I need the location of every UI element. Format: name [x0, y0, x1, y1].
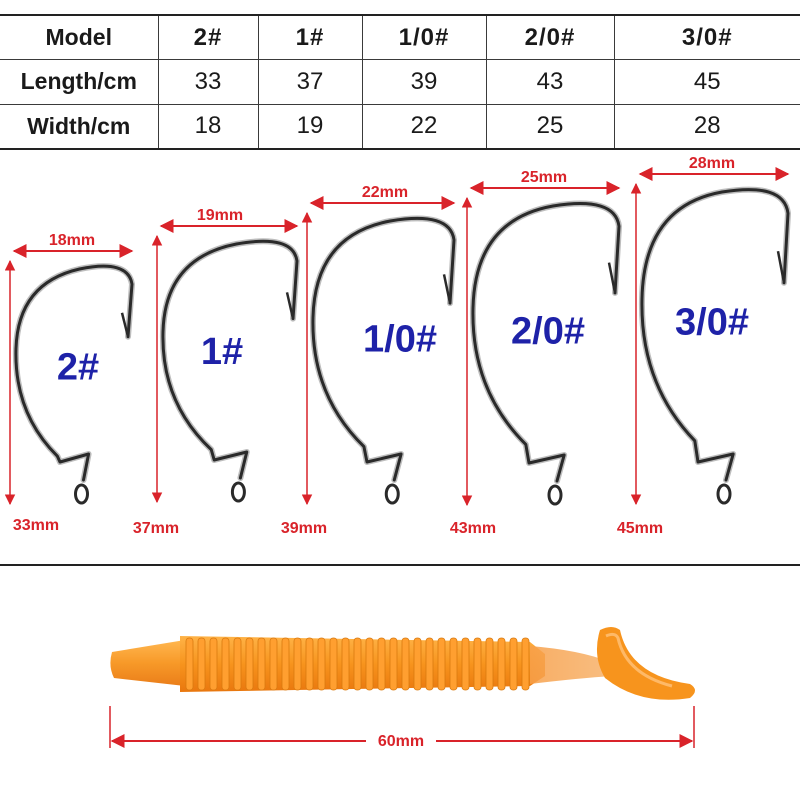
table-cell: 33: [157, 59, 259, 105]
row-header: Width/cm: [0, 103, 159, 150]
hook-model-label: 2#: [57, 346, 99, 388]
hook-model-label: 1/0#: [363, 319, 437, 361]
table-cell: 39: [361, 59, 487, 105]
table-cell: 18: [157, 103, 259, 150]
table-cell: 19: [257, 103, 363, 150]
hook-length-label: 33mm: [13, 517, 59, 534]
hook-length-label: 37mm: [133, 520, 179, 537]
hook-width-label: 19mm: [197, 207, 243, 224]
bait-length-dimension: 60mm: [109, 706, 695, 750]
table-cell: 28: [613, 103, 800, 150]
table-cell: 22: [361, 103, 487, 150]
hook-model-label: 2/0#: [511, 310, 585, 352]
bait-illustration: 60mm: [109, 627, 695, 750]
hook-width-label: 28mm: [689, 155, 735, 172]
row-header: Model: [0, 14, 159, 61]
hook-model-label: 1#: [201, 331, 243, 373]
table-cell: 1/0#: [361, 14, 487, 61]
hook-width-label: 22mm: [362, 184, 408, 201]
table-cell: 3/0#: [613, 14, 800, 61]
hook-1: 18mm 33mm 2#: [4, 232, 135, 534]
table-cell: 2#: [157, 14, 259, 61]
soft-bait: [110, 627, 695, 700]
hooks-panel: 18mm 33mm 2# 19mm 37mm 1# 22mm 39mm 1/0# 25mm 43mm…: [0, 150, 800, 566]
table-row-length: Length/cm 33 37 39 43 45: [0, 59, 800, 105]
hook-3: 22mm 39mm 1/0#: [281, 184, 457, 537]
hook-length-label: 39mm: [281, 520, 327, 537]
hook-length-label: 45mm: [617, 520, 663, 537]
hook-length-label: 43mm: [450, 520, 496, 537]
hook-2: 19mm 37mm 1#: [133, 207, 300, 537]
hook-model-label: 3/0#: [675, 302, 749, 344]
row-header: Length/cm: [0, 59, 159, 105]
hooks-illustration: 18mm 33mm 2# 19mm 37mm 1# 22mm 39mm 1/0# 25mm 43mm…: [4, 155, 791, 537]
table-row-model: Model 2# 1# 1/0# 2/0# 3/0#: [0, 14, 800, 61]
hook-5: 28mm 45mm 3/0#: [617, 155, 791, 537]
table-cell: 2/0#: [485, 14, 615, 61]
hook-4: 25mm 43mm 2/0#: [450, 169, 622, 537]
table-cell: 1#: [257, 14, 363, 61]
size-table: Model 2# 1# 1/0# 2/0# 3/0# Length/cm 33 …: [0, 14, 800, 150]
table-row-width: Width/cm 18 19 22 25 28: [0, 103, 800, 150]
bait-length-label: 60mm: [378, 733, 424, 750]
table-cell: 43: [485, 59, 615, 105]
table-cell: 45: [613, 59, 800, 105]
table-cell: 37: [257, 59, 363, 105]
hook-width-label: 18mm: [49, 232, 95, 249]
hook-width-label: 25mm: [521, 169, 567, 186]
bait-panel: 60mm: [0, 566, 800, 800]
table-cell: 25: [485, 103, 615, 150]
